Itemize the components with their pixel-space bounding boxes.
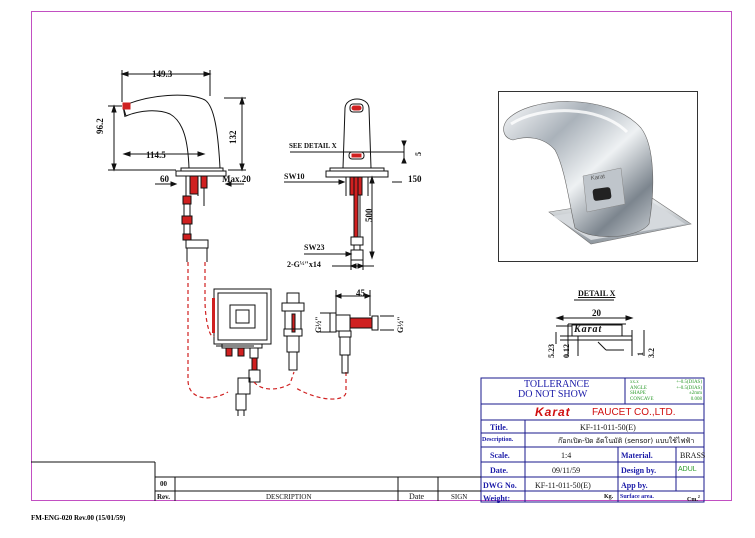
revision-grid	[31, 461, 481, 501]
svg-text:Karat: Karat	[590, 174, 605, 182]
tolerance-line2: DO NOT SHOW	[518, 389, 588, 400]
detail-d20: 20	[592, 308, 601, 318]
tol-val: +-0.5(DIAS)	[676, 380, 702, 385]
tolerance-table: xx.x +-0.5(DIAS) ANGLE +-0.5(DIAS) SHAPE ±2…	[630, 380, 702, 402]
solenoid-valve	[281, 292, 305, 371]
dim-g12-right: G½"	[396, 316, 405, 333]
dim-thread: 2-G½"x14	[287, 260, 321, 269]
revision-header-date: Date	[409, 492, 425, 501]
weight-label: Weight:	[483, 494, 511, 503]
title-label: Title.	[490, 423, 508, 432]
tol-val: +-0.5(DIAS)	[676, 385, 702, 391]
dim-sw10: SW10	[284, 172, 305, 181]
revision-header-sign: SIGN	[451, 493, 468, 501]
hose-fitting	[320, 290, 394, 374]
tol-key: ANGLE	[630, 385, 647, 391]
material-value: BRASS	[680, 451, 706, 460]
design-label: Design by.	[621, 466, 657, 475]
dim-max-deck: Max.20	[222, 174, 251, 184]
design-value: ADUL	[678, 466, 697, 473]
detail-title: DETAIL X	[578, 289, 616, 298]
detail-d523: 5.23	[547, 344, 556, 358]
tol-key: CONCAVE	[630, 396, 654, 402]
dim-base: 60	[160, 174, 169, 184]
dim-width-total: 149.3	[152, 69, 173, 79]
title-block-lines	[480, 377, 705, 503]
revision-header-description: DESCRIPTION	[266, 493, 312, 501]
control-box	[212, 288, 272, 416]
thread-prefix: 2-G	[287, 260, 300, 269]
surface-unit: Cm.2	[687, 494, 700, 503]
thread-fraction: ½	[299, 261, 305, 267]
date-value: 09/11/59	[552, 466, 581, 475]
title-value: KF-11-011-50(E)	[580, 423, 636, 432]
tolerance-row: CONCAVE 0.008	[630, 397, 702, 403]
tol-val: 0.008	[690, 396, 702, 402]
company-logo: Karat	[535, 405, 571, 419]
thread-suffix: "x14	[304, 260, 321, 269]
weight-unit: Kg.	[604, 494, 614, 500]
dwg-label: DWG No.	[483, 481, 517, 490]
detail-x	[555, 299, 645, 356]
front-view	[284, 98, 407, 270]
dim-5: 5	[414, 152, 423, 156]
scale-label: Scale.	[490, 451, 510, 460]
detail-logo: Karat	[574, 324, 603, 335]
product-photo: Karat	[498, 91, 698, 262]
desc-value: ก๊อกเปิด-ปิด อัตโนมัติ (sensor) แบบใช้ไฟ…	[558, 437, 695, 445]
revision-header-rev: Rev.	[157, 493, 171, 501]
desc-label: Description.	[482, 437, 514, 443]
surface-label: Surface area.	[620, 494, 654, 500]
material-label: Material.	[621, 451, 653, 460]
tol-val: ±2mm	[688, 391, 702, 396]
app-label: App by.	[621, 481, 648, 490]
detail-d012: 0.12	[562, 344, 571, 358]
tol-key: SHAPE	[630, 391, 646, 396]
dwg-value: KF-11-011-50(E)	[535, 481, 591, 490]
drawing-border	[31, 11, 732, 501]
detail-d32: 3.2	[647, 348, 656, 358]
surface-unit-sup: 2	[697, 494, 700, 499]
dim-g12-left: G½"	[314, 316, 323, 333]
tol-key: xx.x	[630, 380, 639, 385]
date-label: Date.	[490, 466, 508, 475]
dim-500: 500	[364, 208, 374, 223]
tolerance-line1: TOLLERANCE	[524, 379, 590, 390]
dim-reach: 114.5	[146, 150, 166, 160]
surface-unit-text: Cm.	[687, 497, 698, 503]
label-see-detail: SEE DETAIL X	[289, 142, 337, 150]
dim-sw23: SW23	[304, 243, 325, 252]
dim-45: 45	[356, 288, 365, 298]
company-name: FAUCET CO.,LTD.	[592, 407, 676, 418]
scale-value: 1:4	[561, 451, 572, 460]
detail-d1: 1	[636, 352, 645, 356]
dim-150: 150	[408, 174, 422, 184]
dim-height-spout: 96.2	[95, 118, 105, 134]
dim-height-total: 132	[228, 130, 238, 145]
tolerance-row: xx.x +-0.5(DIAS)	[630, 380, 702, 386]
revision-row-number: 00	[160, 480, 167, 488]
tolerance-row: SHAPE ±2mm	[630, 391, 702, 397]
form-footer: FM-ENG-020 Rev.00 (15/01/59)	[31, 514, 126, 522]
tolerance-row: ANGLE +-0.5(DIAS)	[630, 386, 702, 392]
side-view	[108, 70, 246, 262]
